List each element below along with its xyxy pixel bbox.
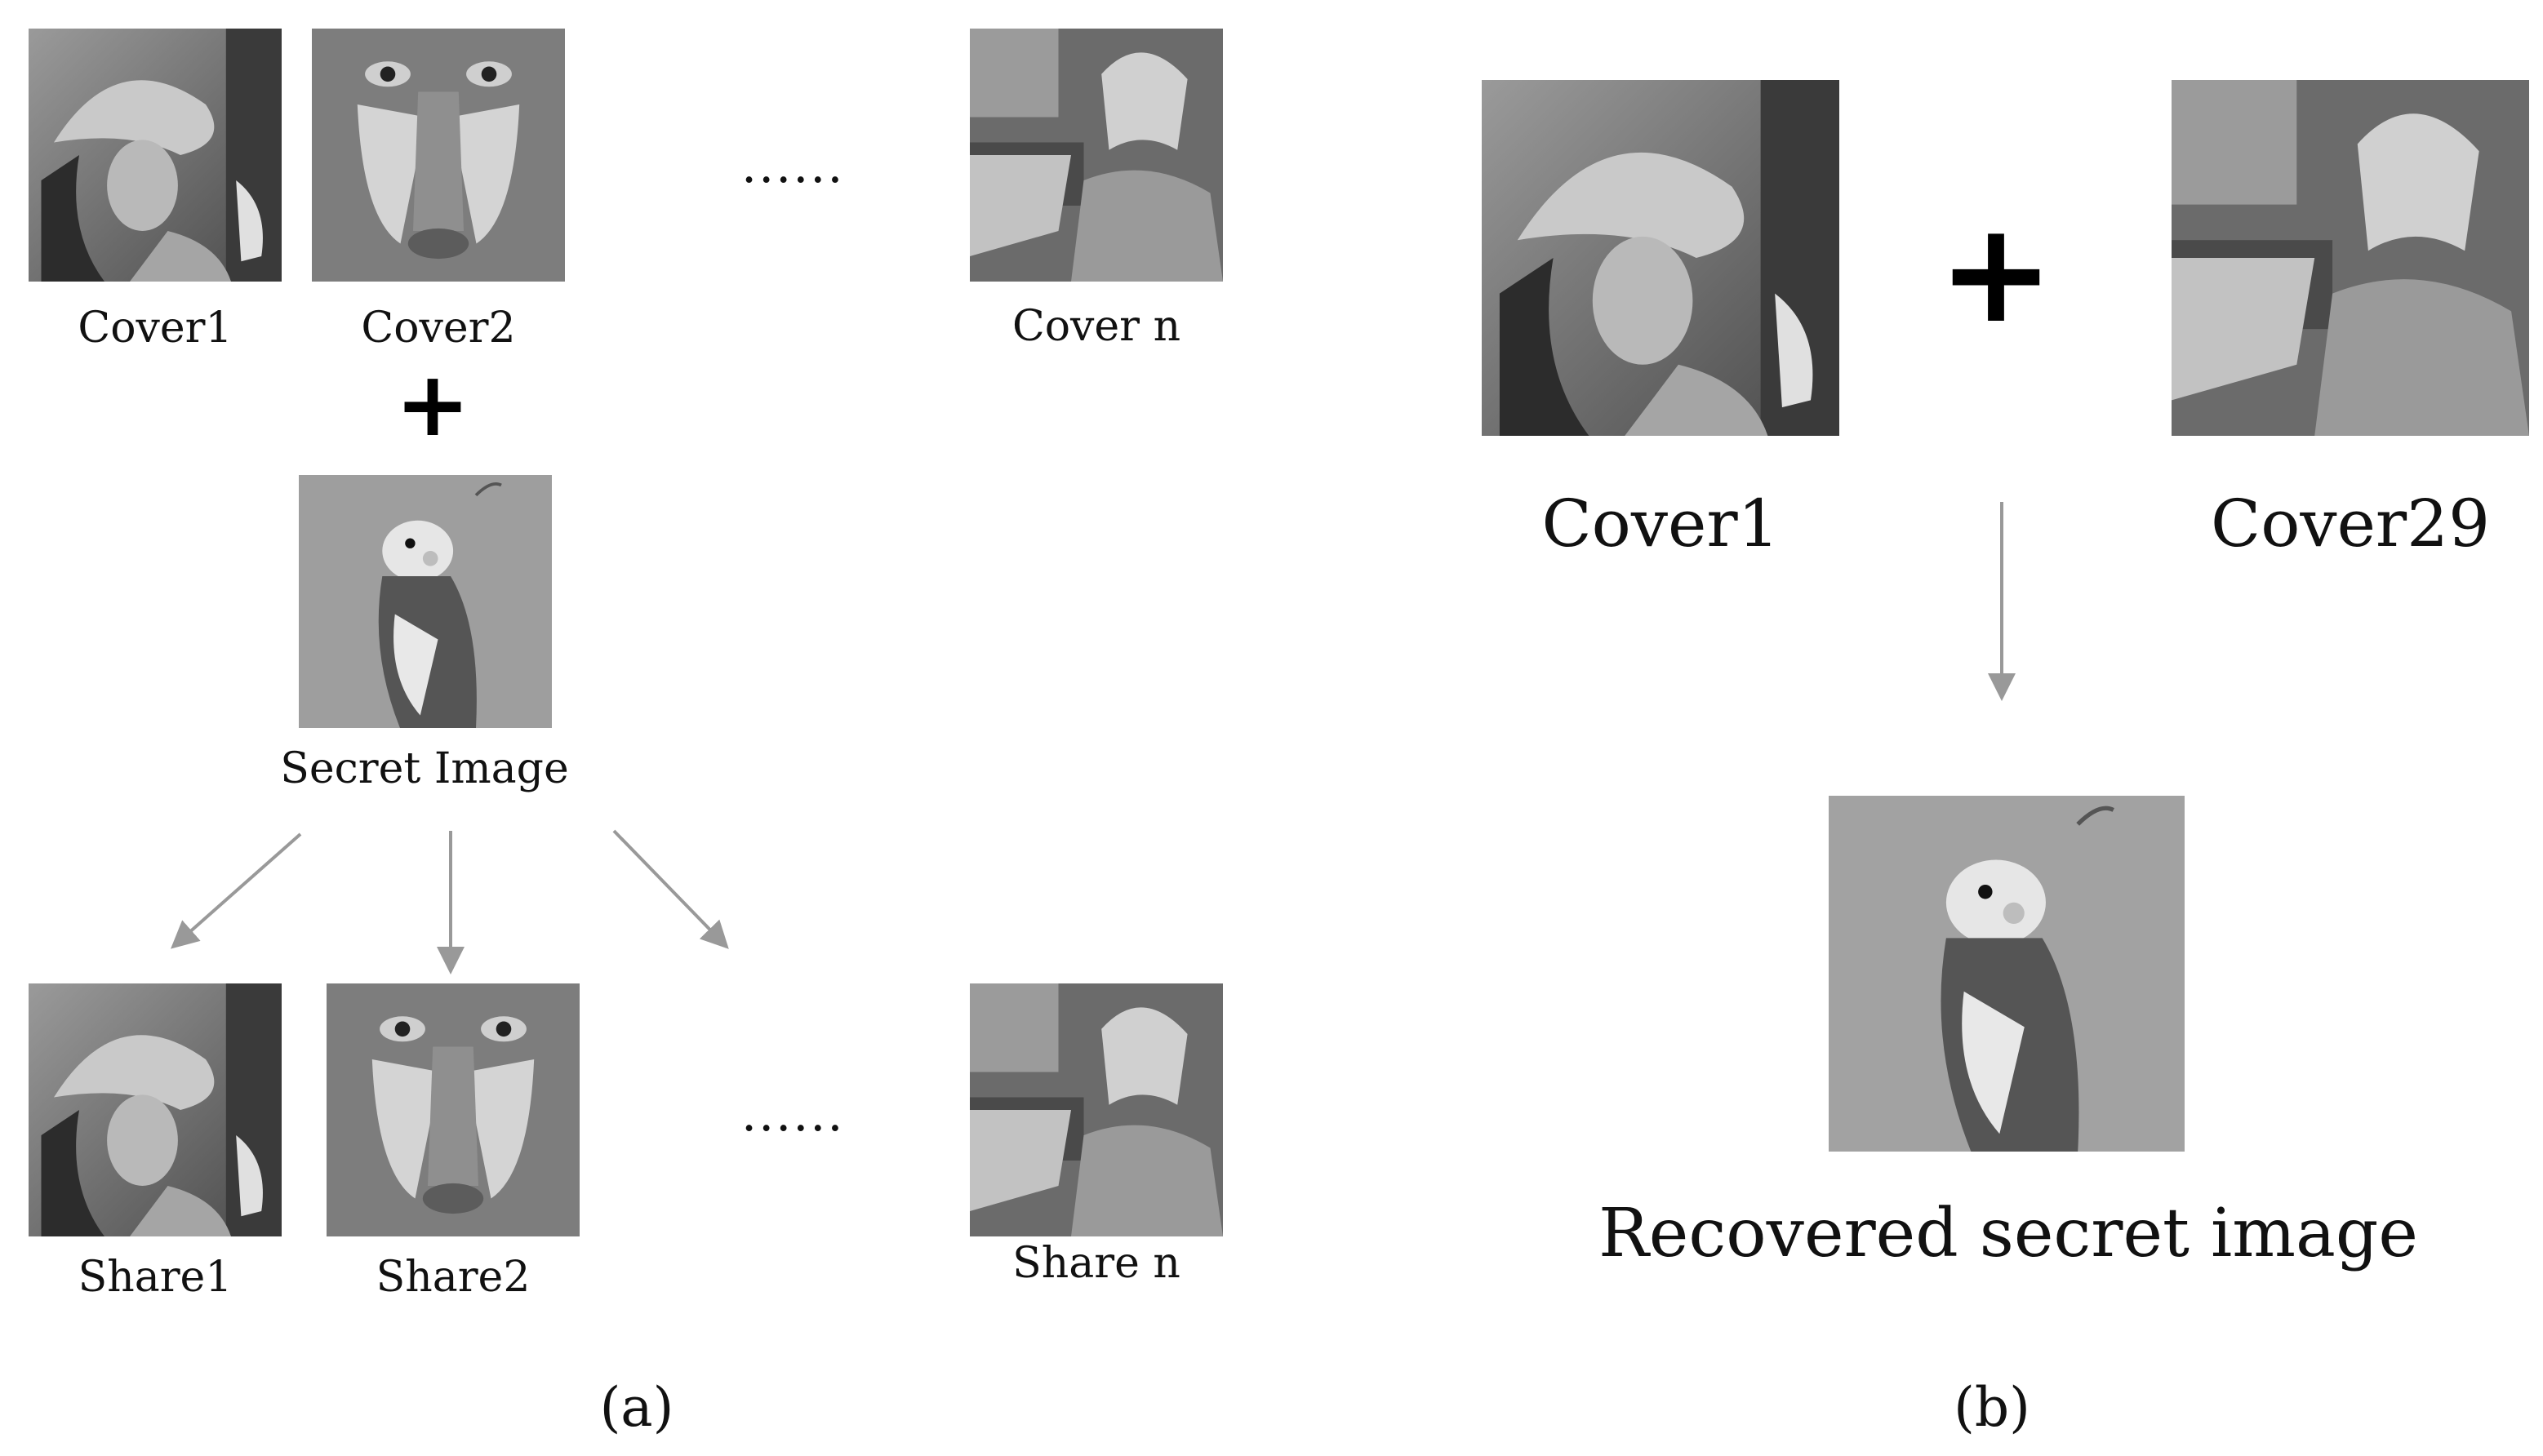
caption-b: (b) [1954, 1376, 2030, 1439]
share1-image [29, 983, 282, 1236]
plus-sign-b: + [1937, 193, 2055, 354]
share-n-label: Share n [1012, 1239, 1180, 1288]
arrow-secret-to-share1 [171, 832, 302, 949]
cover29-b-label: Cover29 [2211, 486, 2490, 562]
cover29-b-image [2172, 80, 2529, 436]
ellipsis-bottom: ...... [741, 1085, 845, 1143]
secret-image-label: Secret Image [280, 744, 569, 793]
arrow-secret-to-share-n [612, 829, 729, 949]
share1-label: Share1 [78, 1253, 233, 1302]
cover2-label: Cover2 [361, 304, 516, 353]
cover1-b-label: Cover1 [1541, 486, 1780, 562]
lena-image [29, 29, 282, 282]
secret-image [299, 475, 552, 728]
share2-image [327, 983, 580, 1236]
recovered-secret-image [1829, 796, 2185, 1152]
share2-label: Share2 [376, 1253, 531, 1302]
caption-a: (a) [599, 1376, 674, 1439]
ellipsis-top: ...... [741, 137, 845, 194]
baboon-image [312, 29, 565, 282]
cover-n-label: Cover n [1011, 302, 1181, 351]
recovered-secret-label: Recovered secret image [1598, 1195, 2418, 1272]
share-n-image [970, 983, 1223, 1236]
cover1-b-image [1482, 80, 1839, 436]
barbara-image [970, 29, 1223, 282]
cover1-label: Cover1 [78, 304, 233, 353]
plus-sign-a: + [394, 352, 471, 456]
